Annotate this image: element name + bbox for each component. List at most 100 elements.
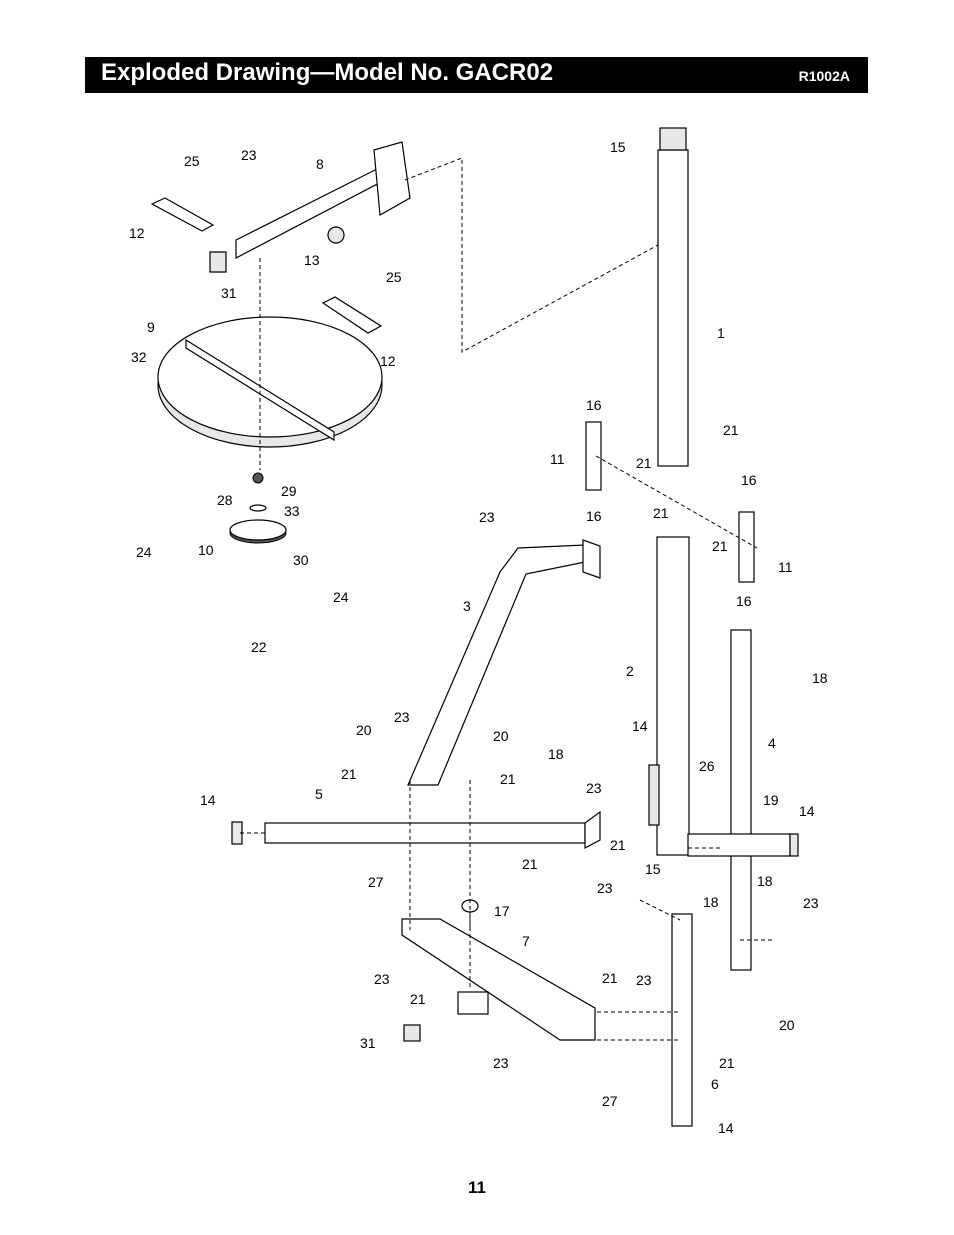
callout-2: 2 bbox=[626, 663, 634, 679]
callout-24: 24 bbox=[136, 544, 152, 560]
assembly-line bbox=[404, 157, 659, 353]
callout-23: 23 bbox=[597, 880, 613, 896]
upright-frame-1 bbox=[657, 149, 689, 467]
callout-13: 13 bbox=[304, 252, 320, 268]
callout-15: 15 bbox=[610, 139, 626, 155]
nut-29 bbox=[252, 472, 264, 484]
callout-21: 21 bbox=[602, 970, 618, 986]
seat-rail bbox=[185, 338, 335, 442]
callout-23: 23 bbox=[479, 509, 495, 525]
callout-23: 23 bbox=[586, 780, 602, 796]
callout-3: 3 bbox=[463, 598, 471, 614]
callout-25: 25 bbox=[386, 269, 402, 285]
callout-20: 20 bbox=[356, 722, 372, 738]
callout-24: 24 bbox=[333, 589, 349, 605]
callout-21: 21 bbox=[522, 856, 538, 872]
plate-12-right bbox=[321, 296, 383, 334]
page-title: Exploded Drawing—Model No. GACR02 bbox=[101, 59, 554, 86]
callout-16: 16 bbox=[586, 397, 602, 413]
parts-artwork bbox=[150, 127, 799, 1127]
callout-21: 21 bbox=[636, 455, 652, 471]
callout-11: 11 bbox=[778, 559, 793, 575]
arm-8 bbox=[235, 164, 386, 259]
arm-8-bracket bbox=[373, 141, 411, 216]
stopper-14 bbox=[648, 764, 660, 826]
callout-20: 20 bbox=[493, 728, 509, 744]
callout-14: 14 bbox=[632, 718, 648, 734]
callout-21: 21 bbox=[653, 505, 669, 521]
callout-28: 28 bbox=[217, 492, 233, 508]
callout-1: 1 bbox=[717, 325, 725, 341]
seat-9 bbox=[157, 316, 383, 438]
document-code: R1002A bbox=[798, 68, 850, 84]
cap-31b bbox=[403, 1024, 421, 1042]
plate-11-right bbox=[738, 511, 755, 583]
callout-23: 23 bbox=[493, 1055, 509, 1071]
callout-26: 26 bbox=[699, 758, 715, 774]
callout-17: 17 bbox=[494, 903, 510, 919]
callout-21: 21 bbox=[410, 991, 426, 1007]
knob-13 bbox=[327, 226, 345, 244]
callout-11: 11 bbox=[550, 451, 565, 467]
callout-5: 5 bbox=[315, 786, 323, 802]
callout-14: 14 bbox=[799, 803, 815, 819]
leg-6 bbox=[671, 913, 693, 1127]
callout-16: 16 bbox=[736, 593, 752, 609]
leg-4 bbox=[730, 629, 752, 971]
end-cap-15 bbox=[659, 127, 687, 151]
callout-21: 21 bbox=[500, 771, 516, 787]
callout-8: 8 bbox=[316, 156, 324, 172]
callout-14: 14 bbox=[200, 792, 216, 808]
callout-21: 21 bbox=[723, 422, 739, 438]
callout-32: 32 bbox=[131, 349, 147, 365]
callout-14: 14 bbox=[718, 1120, 734, 1136]
washer-33 bbox=[249, 504, 267, 512]
callout-27: 27 bbox=[368, 874, 384, 890]
callout-23: 23 bbox=[374, 971, 390, 987]
callout-16: 16 bbox=[586, 508, 602, 524]
callout-12: 12 bbox=[380, 353, 396, 369]
callout-20: 20 bbox=[779, 1017, 795, 1033]
callout-25: 25 bbox=[184, 153, 200, 169]
callout-27: 27 bbox=[602, 1093, 618, 1109]
base-bar-5 bbox=[264, 822, 586, 844]
callout-18: 18 bbox=[703, 894, 719, 910]
callout-15: 15 bbox=[645, 861, 661, 877]
page-number: 11 bbox=[468, 1178, 486, 1197]
base-7-tube bbox=[457, 991, 489, 1015]
callout-6: 6 bbox=[711, 1076, 719, 1092]
bracket-5 bbox=[584, 810, 601, 849]
callout-10: 10 bbox=[198, 542, 214, 558]
plate-11-left bbox=[585, 421, 602, 491]
page-header: Exploded Drawing—Model No. GACR02 R1002A bbox=[85, 57, 868, 93]
callout-23: 23 bbox=[394, 709, 410, 725]
callout-21: 21 bbox=[610, 837, 626, 853]
callout-18: 18 bbox=[548, 746, 564, 762]
callout-7: 7 bbox=[522, 933, 530, 949]
upright-frame-2 bbox=[656, 536, 690, 856]
callout-18: 18 bbox=[757, 873, 773, 889]
plate-12-left bbox=[150, 197, 215, 232]
callout-18: 18 bbox=[812, 670, 828, 686]
callout-23: 23 bbox=[636, 972, 652, 988]
callout-23: 23 bbox=[241, 147, 257, 163]
callout-9: 9 bbox=[147, 319, 155, 335]
crossbar-19 bbox=[687, 833, 791, 857]
callout-23: 23 bbox=[803, 895, 819, 911]
callout-29: 29 bbox=[281, 483, 297, 499]
callout-33: 33 bbox=[284, 503, 300, 519]
callout-4: 4 bbox=[768, 735, 776, 751]
callout-31: 31 bbox=[360, 1035, 376, 1051]
callout-19: 19 bbox=[763, 792, 779, 808]
callout-21: 21 bbox=[712, 538, 728, 554]
brace-3-bracket bbox=[582, 539, 601, 579]
cap-31 bbox=[209, 251, 227, 273]
callout-21: 21 bbox=[341, 766, 357, 782]
base-7 bbox=[401, 918, 596, 1041]
callout-22: 22 bbox=[251, 639, 267, 655]
end-cap-14b bbox=[789, 833, 799, 857]
callout-30: 30 bbox=[293, 552, 309, 568]
callout-16: 16 bbox=[741, 472, 757, 488]
